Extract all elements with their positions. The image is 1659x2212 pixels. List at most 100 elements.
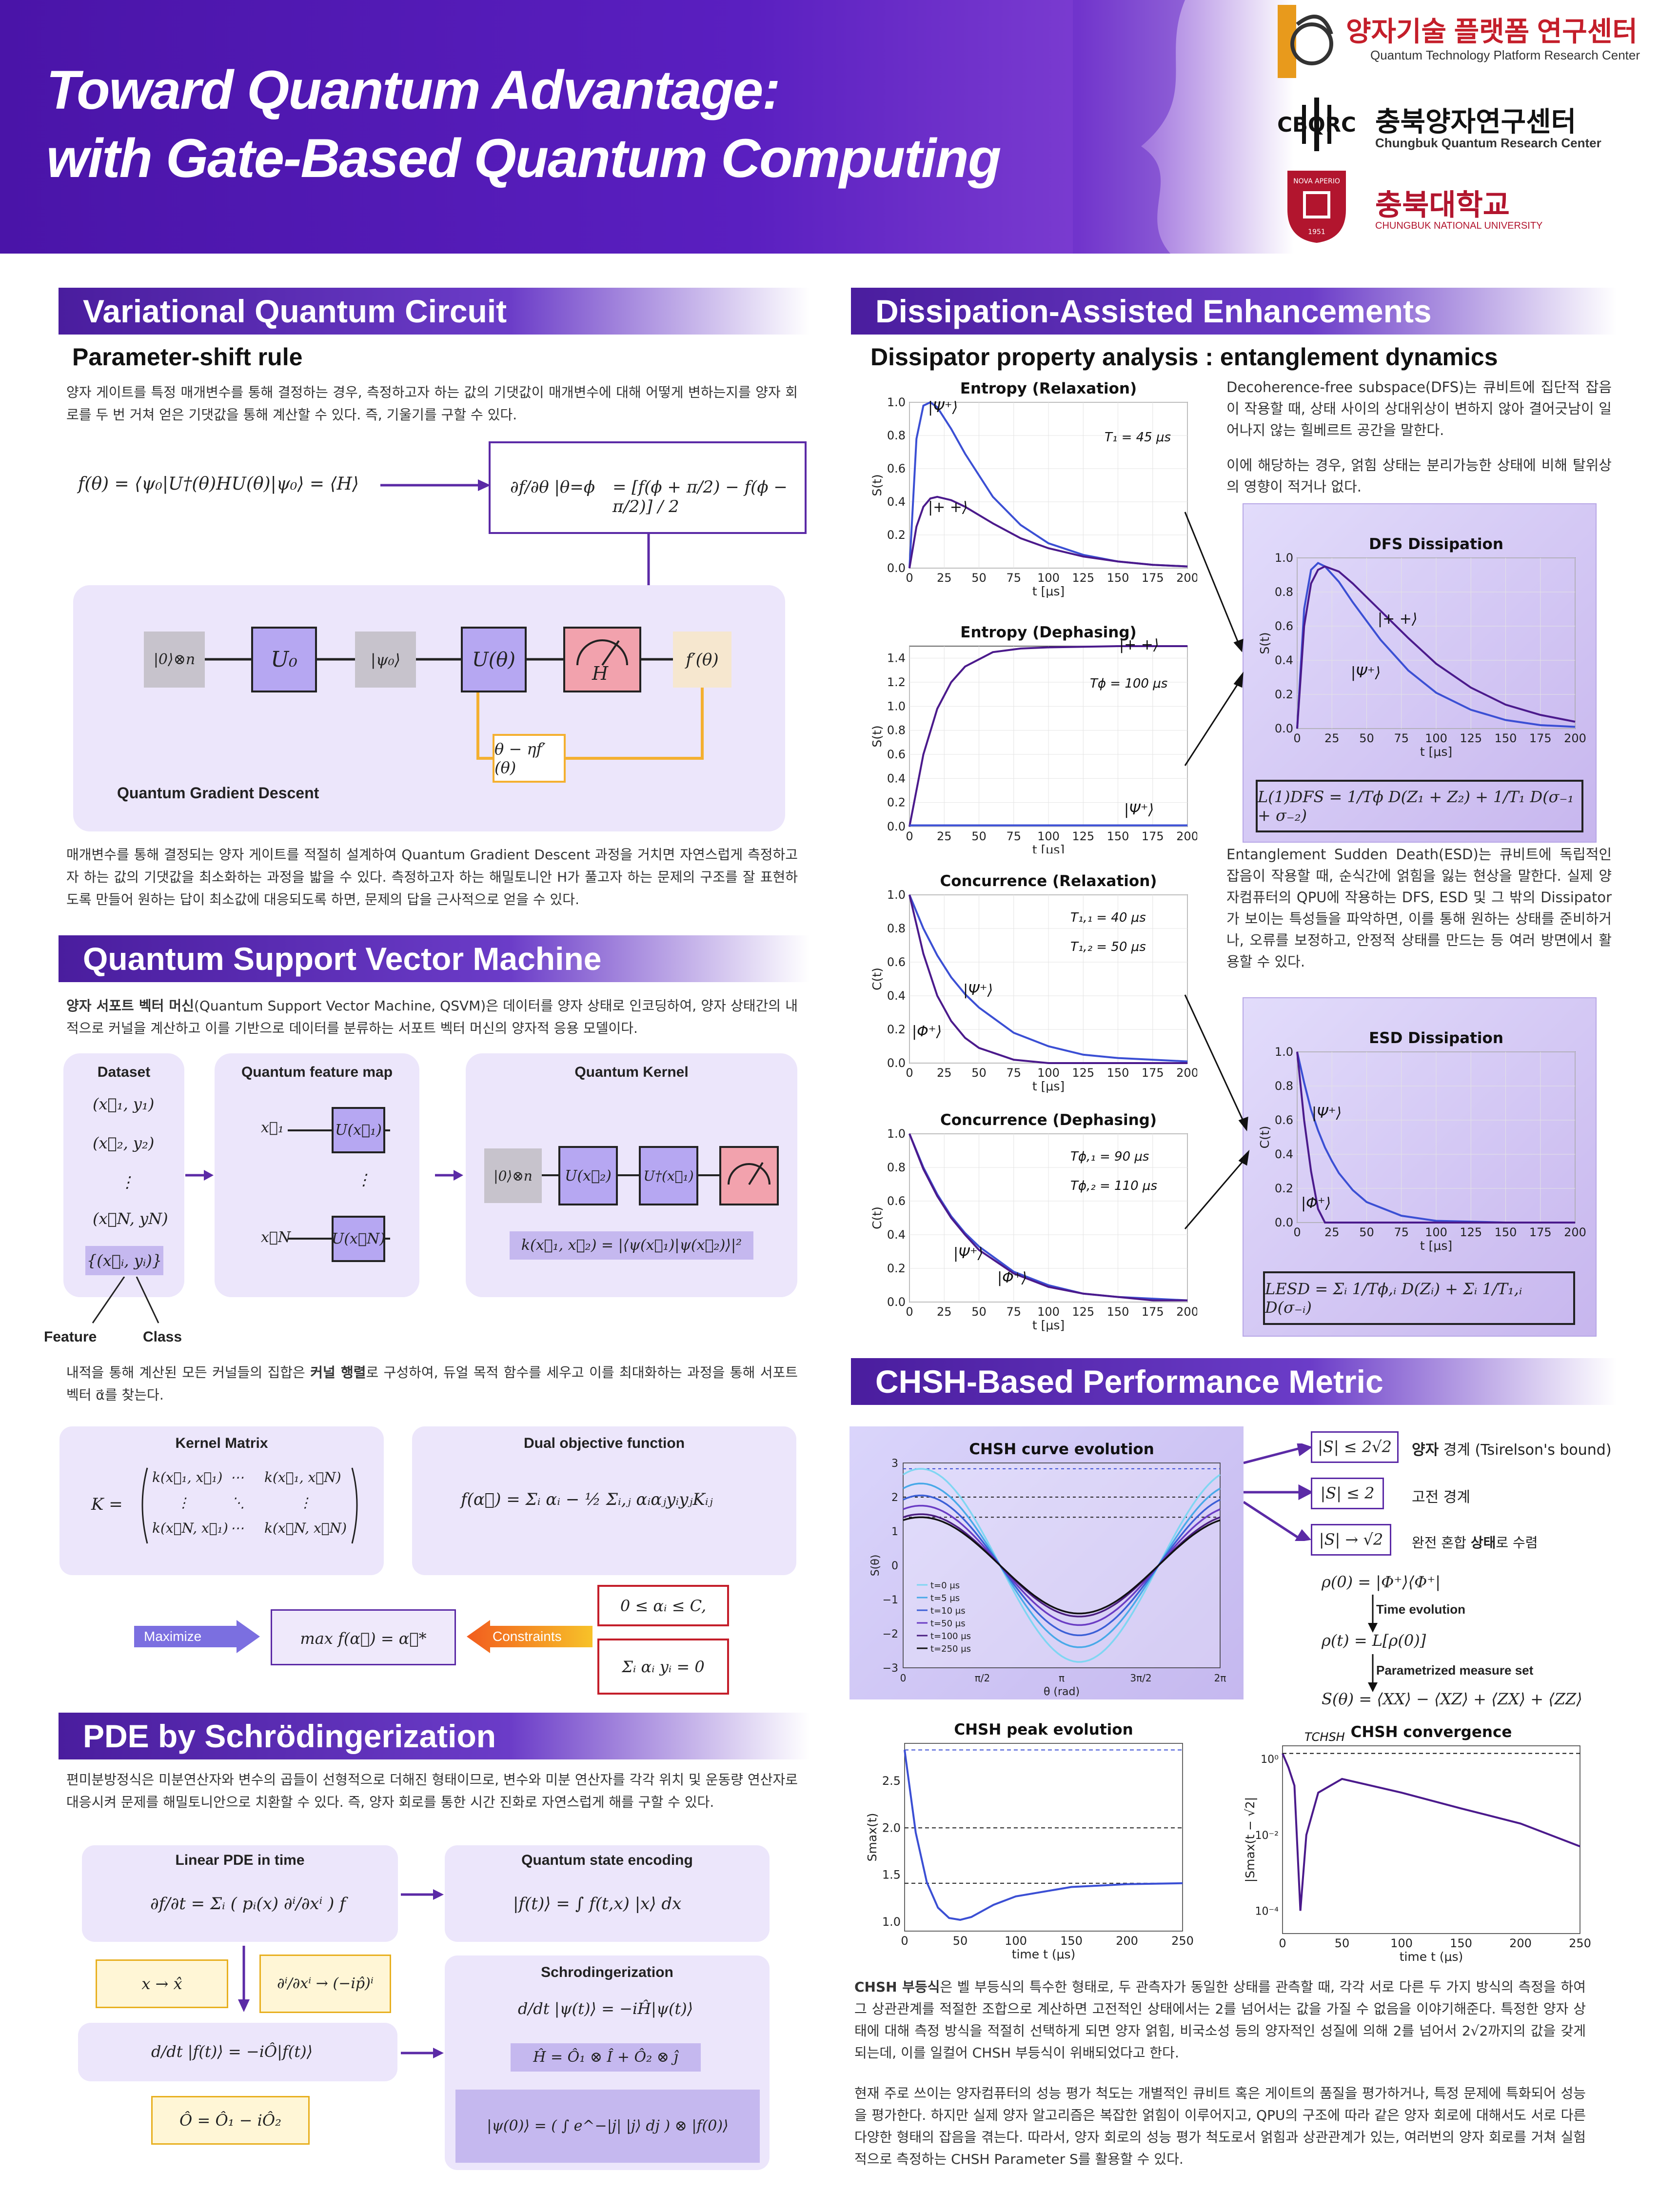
classical-bound-box: |S| ≤ 2 xyxy=(1311,1478,1384,1509)
dissipation-subtitle: Dissipator property analysis : entanglem… xyxy=(870,343,1498,371)
x-tick-label: 150 xyxy=(1107,830,1129,843)
measure-set-label: Parametrized measure set xyxy=(1376,1663,1534,1678)
y-axis-label: C(t) xyxy=(870,1206,884,1229)
chart-title: Concurrence (Dephasing) xyxy=(940,1111,1157,1129)
x-tick-label: 200 xyxy=(1564,731,1586,745)
annotation: Tϕ = 100 μs xyxy=(1090,676,1167,691)
feature-label: Feature xyxy=(44,1329,97,1345)
initial-density-matrix: ρ(0) = |Φ⁺⟩⟨Φ⁺| xyxy=(1322,1573,1441,1591)
org2-name-ko: 충북양자연구센터 xyxy=(1375,106,1577,137)
y-tick-label: 0.0 xyxy=(887,1056,906,1070)
legend-label: t=0 μs xyxy=(930,1580,960,1591)
qsvm-mid-bold: 커널 행렬 xyxy=(310,1364,366,1381)
kernel-matrix-r1c2: ⋯ xyxy=(230,1469,244,1485)
schrodingerization-label: Schrodingerization xyxy=(541,1964,673,1980)
x-tick-label: 200 xyxy=(1176,1305,1197,1319)
y-tick-label: 0.2 xyxy=(1275,688,1293,701)
x-tick-label: 25 xyxy=(937,1066,952,1080)
feature-xn: x⃗N xyxy=(261,1229,291,1246)
x-tick-label: 0 xyxy=(906,1066,913,1080)
series-line xyxy=(903,1494,1221,1637)
maximize-equation: max f(α⃗) = α⃗* xyxy=(271,1609,456,1665)
series-line xyxy=(908,894,1188,1063)
x-tick-label: 175 xyxy=(1142,830,1164,843)
x-tick-label: 125 xyxy=(1460,731,1482,745)
quantum-kernel-card: Quantum Kernel |0⟩⊗n U(x⃗₂) U†(x⃗₁) k(x⃗… xyxy=(466,1053,797,1297)
esd-text: Entanglement Sudden Death(ESD)는 큐비트에 독립적… xyxy=(1226,846,1612,970)
gate-u0: U₀ xyxy=(251,627,317,692)
y-tick-label: 0.8 xyxy=(887,724,906,737)
chart-title: Entropy (Relaxation) xyxy=(960,380,1137,397)
x-axis-label: time t (μs) xyxy=(1400,1950,1463,1964)
series-label: |Φ⁺⟩ xyxy=(997,1269,1027,1286)
shift-rule-rhs: = [f(ϕ + π/2) − f(ϕ − π/2)] / 2 xyxy=(612,477,788,516)
annotation: Tϕ,₁ = 90 μs xyxy=(1070,1149,1149,1164)
x-tick-label: 50 xyxy=(1335,1936,1350,1950)
series-line xyxy=(903,1468,1221,1663)
y-tick-label: 0.0 xyxy=(887,561,906,575)
chsh-text-2: 현재 주로 쓰이는 양자컴퓨터의 성능 평가 척도는 개별적인 큐비트 혹은 게… xyxy=(854,2085,1586,2167)
evolved-density-matrix: ρ(t) = L[ρ(0)] xyxy=(1322,1631,1426,1650)
y-tick-label: 2.0 xyxy=(882,1821,901,1835)
y-axis-label: Smax(t) xyxy=(865,1813,879,1862)
series-label: |+ +⟩ xyxy=(1119,636,1159,653)
x-tick-label: 200 xyxy=(1564,1225,1586,1239)
series-line xyxy=(904,1750,1183,1921)
dataset-item-1: (x⃗₁, y₁) xyxy=(93,1095,155,1113)
linear-pde-equation: ∂f/∂t = Σᵢ ( pᵢ(x) ∂ⁱ/∂xⁱ ) f xyxy=(150,1894,346,1914)
y-axis-label: S(t) xyxy=(870,725,884,747)
parameter-update-rule: θ − ηf′(θ) xyxy=(493,734,566,783)
x-tick-label: 25 xyxy=(937,571,952,585)
x-tick-label: 75 xyxy=(1006,830,1021,843)
linear-pde-label: Linear PDE in time xyxy=(175,1852,305,1868)
mixed-desc-bold: 상태 xyxy=(1470,1535,1496,1551)
y-tick-label: 0.6 xyxy=(887,1194,906,1208)
esd-lindblad-equation: LESD = Σᵢ 1/Tϕ,ᵢ D(Zᵢ) + Σᵢ 1/T₁,ᵢ D(σ₋ᵢ… xyxy=(1263,1271,1575,1325)
feature-x1: x⃗₁ xyxy=(261,1119,284,1136)
annotation: T₁,₁ = 40 μs xyxy=(1070,910,1146,925)
x-axis-label: t [μs] xyxy=(1032,1079,1065,1093)
x-tick-label: 2π xyxy=(1214,1672,1226,1684)
x-tick-label: 200 xyxy=(1176,1066,1197,1080)
y-tick-label: 1 xyxy=(891,1526,898,1538)
series-label: |Φ⁺⟩ xyxy=(912,1023,942,1040)
series-line xyxy=(908,645,1187,827)
x-tick-label: 150 xyxy=(1450,1936,1472,1950)
title-line-1: Toward Quantum Advantage: xyxy=(46,59,781,120)
series-label: |Ψ⁺⟩ xyxy=(1351,664,1381,681)
maximize-label: Maximize xyxy=(144,1629,202,1644)
x-tick-label: 150 xyxy=(1495,731,1517,745)
y-tick-label: 1.5 xyxy=(882,1868,901,1882)
x-tick-label: 75 xyxy=(1006,1066,1021,1080)
vqc-intro-text: 양자 게이트를 특정 매개변수를 통해 결정하는 경우, 측정하고자 하는 값의… xyxy=(66,384,798,423)
title-line-2: with Gate-Based Quantum Computing xyxy=(46,128,1001,189)
y-tick-label: 1.0 xyxy=(882,1915,901,1929)
y-tick-label: 2 xyxy=(891,1492,898,1504)
x-tick-label: 125 xyxy=(1072,830,1094,843)
vqc-circuit-card: |0⟩⊗n U₀ |ψ₀⟩ U(θ) H f′(θ) θ − ηf′(θ) Qu… xyxy=(73,585,785,831)
mixed-desc-post: 로 수렴 xyxy=(1496,1535,1538,1551)
y-tick-label: 1.0 xyxy=(887,699,906,713)
series-line xyxy=(1282,1753,1580,1911)
chart-title: CHSH curve evolution xyxy=(969,1441,1154,1458)
x-tick-label: 175 xyxy=(1529,1225,1552,1239)
y-tick-label: 0.8 xyxy=(887,922,906,935)
x-tick-label: 3π/2 xyxy=(1130,1672,1151,1684)
x-tick-label: 100 xyxy=(1037,1305,1060,1319)
kernel-matrix-r3c1: k(x⃗N, x⃗₁) xyxy=(152,1520,228,1536)
x-tick-label: 50 xyxy=(1359,1225,1374,1239)
y-axis-label: C(t) xyxy=(1258,1126,1272,1149)
x-tick-label: 150 xyxy=(1107,1066,1129,1080)
x-tick-label: 100 xyxy=(1425,731,1447,745)
x-axis-label: t [μs] xyxy=(1420,745,1452,759)
y-tick-label: 0.2 xyxy=(887,1262,906,1275)
legend-label: t=5 μs xyxy=(930,1593,960,1603)
chart-title: CHSH convergence xyxy=(1351,1723,1512,1741)
legend-label: t=100 μs xyxy=(930,1631,971,1641)
org1-name-en: Quantum Technology Platform Research Cen… xyxy=(1370,48,1640,62)
y-axis-label: S(t) xyxy=(870,474,884,496)
y-tick-label: 1.4 xyxy=(887,652,906,665)
x-tick-label: 150 xyxy=(1107,1305,1129,1319)
feature-map-card: Quantum feature map x⃗₁ U(x⃗₁) ⋮ x⃗N U(x… xyxy=(215,1053,419,1297)
